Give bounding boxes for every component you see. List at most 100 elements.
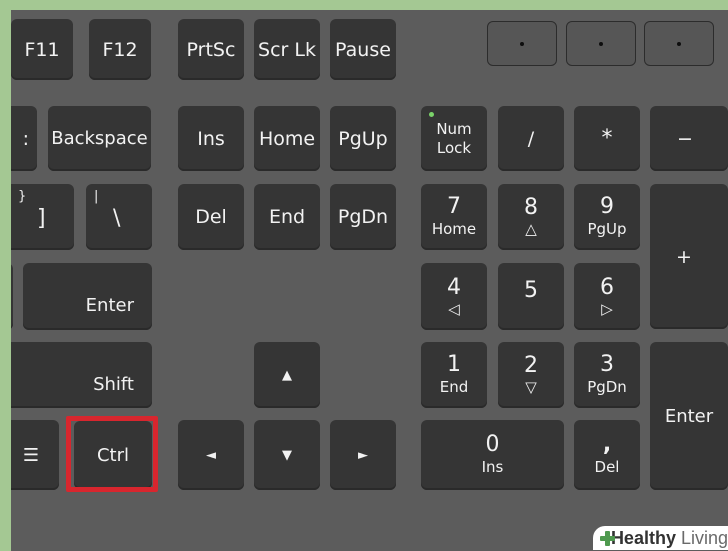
key-prtsc-label: PrtSc xyxy=(186,38,236,61)
key-np-enter: Enter xyxy=(650,342,728,490)
left-arrow-icon: ◄ xyxy=(206,447,216,463)
key-backspace-label: Backspace xyxy=(51,128,148,149)
watermark-logo: Healthy Living xyxy=(593,526,728,550)
key-pause-label: Pause xyxy=(335,38,391,61)
key-partial-left-2 xyxy=(11,263,13,330)
key-multiply: * xyxy=(574,106,640,171)
key-pipe-top: | xyxy=(94,189,99,204)
key-np4: 4 ◁ xyxy=(421,263,487,330)
key-np-enter-label: Enter xyxy=(664,405,714,427)
key-del: Del xyxy=(178,184,244,250)
watermark-text: Healthy Living xyxy=(611,528,728,549)
key-backspace: Backspace xyxy=(48,106,151,171)
key-np7-sub: Home xyxy=(431,220,477,238)
key-np6: 6 ▷ xyxy=(574,263,640,330)
up-arrow-icon: ▲ xyxy=(282,367,292,383)
key-multiply-label: * xyxy=(601,126,613,151)
key-np3: 3 PgDn xyxy=(574,342,640,408)
right-arrow-icon: ► xyxy=(358,447,368,463)
up-outline-icon: △ xyxy=(525,220,537,238)
key-home: Home xyxy=(254,106,320,171)
key-pgup: PgUp xyxy=(330,106,396,171)
key-np3-label: 3 xyxy=(600,352,614,377)
key-arrow-right: ► xyxy=(330,420,396,490)
key-np0: 0 Ins xyxy=(421,420,564,490)
numlock-led xyxy=(429,112,434,117)
indicator-dot xyxy=(520,42,524,46)
key-divide: / xyxy=(498,106,564,171)
watermark-light: Living xyxy=(675,527,728,548)
key-pause: Pause xyxy=(330,19,396,80)
key-end: End xyxy=(254,184,320,250)
key-prtsc: PrtSc xyxy=(178,19,244,80)
left-outline-icon: ◁ xyxy=(448,299,460,318)
key-bracket-bottom: ] xyxy=(37,206,46,231)
indicator-dot xyxy=(677,42,681,46)
watermark-bold: Healthy xyxy=(610,527,676,548)
key-plus: + xyxy=(650,184,728,329)
key-enter-label: Enter xyxy=(85,295,134,316)
menu-icon: ☰ xyxy=(22,444,39,466)
key-f11: F11 xyxy=(11,19,73,80)
key-enter: Enter xyxy=(23,263,152,330)
key-end-label: End xyxy=(268,206,306,228)
key-plus-label: + xyxy=(676,245,692,268)
key-partial-left: : xyxy=(11,106,37,171)
key-np9: 9 PgUp xyxy=(574,184,640,250)
key-np7-label: 7 xyxy=(447,194,461,219)
key-np5: 5 xyxy=(498,263,564,330)
key-numlock-label-1: Num xyxy=(436,119,472,138)
key-divide-label: / xyxy=(527,127,535,150)
key-pgdn: PgDn xyxy=(330,184,396,250)
key-arrow-down: ▼ xyxy=(254,420,320,490)
key-ctrl-label: Ctrl xyxy=(96,444,130,466)
key-np6-label: 6 xyxy=(600,274,614,300)
key-numlock-label-2: Lock xyxy=(436,138,472,157)
key-shift-label: Shift xyxy=(93,374,134,395)
indicator-dot xyxy=(599,42,603,46)
key-f12: F12 xyxy=(89,19,151,80)
key-np8: 8 △ xyxy=(498,184,564,250)
key-ins: Ins xyxy=(178,106,244,171)
key-bracket-top: } xyxy=(18,189,27,204)
key-pgup-label: PgUp xyxy=(338,127,388,150)
key-np5-label: 5 xyxy=(524,278,538,303)
key-arrow-left: ◄ xyxy=(178,420,244,490)
key-minus-label: − xyxy=(677,127,693,150)
key-np0-sub: Ins xyxy=(481,458,504,476)
key-f11-label: F11 xyxy=(24,38,60,61)
key-np9-label: 9 xyxy=(600,194,614,219)
key-backslash-label: \ xyxy=(113,206,121,231)
key-np8-label: 8 xyxy=(524,195,538,220)
key-npdot-sub: Del xyxy=(594,458,620,476)
keyboard: F11 F12 PrtSc Scr Lk Pause : Backspace I… xyxy=(11,10,728,551)
key-backslash: | \ xyxy=(86,184,152,250)
key-np1: 1 End xyxy=(421,342,487,408)
key-npdot-label: , xyxy=(602,432,612,457)
key-f12-label: F12 xyxy=(102,38,138,61)
indicator-panel-2 xyxy=(566,21,636,66)
key-arrow-up: ▲ xyxy=(254,342,320,408)
key-shift: Shift xyxy=(11,342,152,408)
indicator-panel-3 xyxy=(644,21,714,66)
key-numlock: Num Lock xyxy=(421,106,487,171)
key-minus: − xyxy=(650,106,728,171)
key-np3-sub: PgDn xyxy=(587,378,627,396)
key-ctrl: Ctrl xyxy=(74,421,152,489)
down-arrow-icon: ▼ xyxy=(282,447,292,463)
key-del-label: Del xyxy=(195,206,227,228)
key-partial-label: : xyxy=(22,127,29,150)
indicator-panel-1 xyxy=(487,21,557,66)
down-outline-icon: ▽ xyxy=(525,378,537,396)
key-np7: 7 Home xyxy=(421,184,487,250)
key-np1-sub: End xyxy=(439,378,469,396)
key-np0-label: 0 xyxy=(485,432,500,457)
key-np2-label: 2 xyxy=(524,353,538,378)
key-bracket: } ] xyxy=(11,184,74,250)
key-np1-label: 1 xyxy=(447,352,461,377)
key-scrlk-label: Scr Lk xyxy=(258,38,316,61)
key-home-label: Home xyxy=(258,127,316,150)
key-np4-label: 4 xyxy=(447,274,461,300)
key-pgdn-label: PgDn xyxy=(337,206,389,228)
